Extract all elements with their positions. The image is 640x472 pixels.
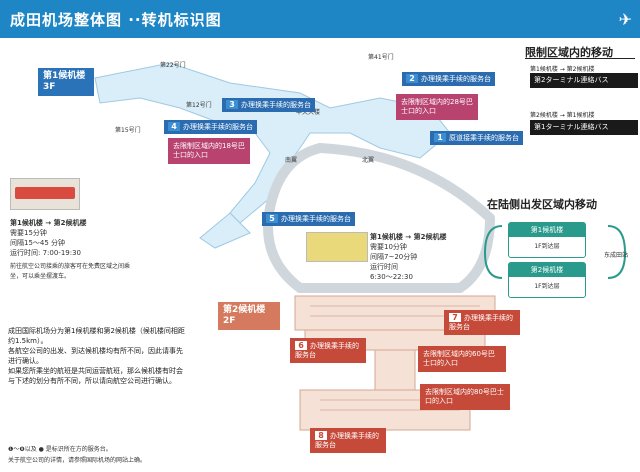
divider — [525, 58, 635, 59]
landside-t2-floor: 1F到达层 — [534, 283, 560, 290]
counter-6-label: 办理换乘手续的服务台 — [295, 342, 359, 359]
gate-box-60: 去限制区域内的60号巴士口的入口 — [418, 346, 506, 372]
page-title: 成田机场整体图 ··转机标识图 — [10, 11, 222, 29]
landside-t2-box[interactable]: 第2候机楼 1F到达层 — [508, 262, 586, 298]
counter-1-label: 原道接乘手续的服务台 — [449, 134, 519, 142]
counter-3-label: 办理换乘手续的服务台 — [241, 101, 311, 109]
counter-8-num: 8 — [315, 431, 327, 440]
terminal1-label: 第1候机楼 3F — [38, 68, 94, 96]
header-bar: 成田机场整体图 ··转机标识图 ✈ — [0, 0, 640, 38]
counter-3-num: 3 — [226, 100, 238, 109]
map-label-gate15: 第15号门 — [115, 127, 141, 134]
bus-left-info: 第1候机楼 → 第2候机楼 需要15分钟 间隔15～45 分钟 运行时间: 7:… — [10, 218, 140, 282]
counter-2-num: 2 — [406, 74, 418, 83]
east-narita-label: 东成田站 — [604, 252, 629, 259]
terminal1-name: 第1候机楼 — [43, 71, 86, 81]
terminal2-label: 第2候机楼 2F — [218, 302, 280, 330]
restricted-route1: 第1候机楼 → 第2候机楼 — [530, 66, 595, 73]
bus-mid-l4: 6:30～22:30 — [370, 273, 413, 281]
intro-text: 成田国际机场分为第1候机楼和第2候机楼（候机楼间相距约1.5km）。 各航空公司… — [8, 326, 188, 386]
bus-mid-l2: 间隔7~20分钟 — [370, 253, 418, 261]
landside-t1-floor: 1F到达层 — [534, 243, 560, 250]
map-label-gate22: 第22号门 — [160, 62, 186, 69]
bus-left-route: 第1候机楼 → 第2候机楼 — [10, 219, 87, 227]
bus-photo-left — [10, 178, 80, 210]
footnote-2: 关于航空公司的详情，请参照国际机场的网站上确。 — [8, 457, 147, 464]
counter-7-num: 7 — [449, 313, 461, 322]
counter-5-num: 5 — [266, 214, 278, 223]
airplane-icon: ✈ — [618, 10, 632, 29]
gate-box-18: 去限制区域内的18号巴士口的入口 — [168, 138, 250, 164]
footnote-1: ❶～❽以及 ● 是标识所在方的服务台。 — [8, 446, 112, 453]
bus-mid-l3: 运行时间 — [370, 263, 398, 271]
counter-2-label: 办理换乘手续的服务台 — [421, 75, 491, 83]
map-label-gate12: 第12号门 — [186, 102, 212, 109]
terminal2-floor: 2F — [223, 316, 236, 326]
restricted-title: 限制区域内的移动 — [525, 46, 613, 59]
intro-p2: 各航空公司的出发、到达候机楼均有所不同，因此请事先进行确认。 — [8, 347, 183, 365]
bus-sign-route2: 第1ターミナル連絡バス — [530, 120, 638, 135]
counter-7-label: 办理换乘手续的服务台 — [449, 314, 513, 331]
map-label-south: 南翼 — [285, 157, 298, 164]
gate-box-28: 去限制区域内的28号巴士口的入口 — [396, 94, 478, 120]
bus-icon — [15, 187, 75, 199]
map-label-central: 中央大楼 — [296, 109, 321, 116]
bus-left-note: 前往航空公司接乘的旅客可在免费区域之间乘坐，可以乘坐摆渡车。 — [10, 263, 131, 280]
counter-8-label: 办理换乘手续的服务台 — [315, 432, 379, 449]
counter-5-label: 办理换乘手续的服务台 — [281, 215, 351, 223]
counter-4-label: 办理换乘手续的服务台 — [183, 123, 253, 131]
landside-t1-name: 第1候机楼 — [509, 223, 585, 237]
terminal1-floor: 3F — [43, 82, 56, 92]
landside-t2-name: 第2候机楼 — [509, 263, 585, 277]
bus-mid-info: 第1候机楼 → 第2候机楼 需要10分钟 间隔7~20分钟 运行时间 6:30～… — [370, 232, 480, 282]
bus-left-l3: 运行时间: 7:00-19:30 — [10, 249, 82, 257]
intro-p1: 成田国际机场分为第1候机楼和第2候机楼（候机楼间相距约1.5km）。 — [8, 327, 185, 345]
bus-photo-mid — [306, 232, 368, 262]
intro-p3: 如果您所乘坐的航班是共同运营航班，那么候机楼有时会与下述的划分有所不同，所以请向… — [8, 367, 183, 385]
terminal2-name: 第2候机楼 — [223, 305, 266, 315]
bus-mid-l1: 需要10分钟 — [370, 243, 407, 251]
counter-4-num: 4 — [168, 122, 180, 131]
bus-left-l1: 需要15分钟 — [10, 229, 47, 237]
map-label-north: 北翼 — [362, 157, 375, 164]
airport-map — [94, 62, 627, 431]
landside-title: 在陆侧出发区域内移动 — [487, 198, 597, 211]
bus-left-l2: 间隔15～45 分钟 — [10, 239, 66, 247]
gate-box-80: 去限制区域内的80号巴士口的入口 — [420, 384, 510, 410]
counter-1-num: 1 — [434, 133, 446, 142]
counter-6-num: 6 — [295, 341, 307, 350]
bus-sign-route1: 第2ターミナル連絡バス — [530, 73, 638, 88]
map-label-gate41: 第41号门 — [368, 54, 394, 61]
restricted-route2: 第2候机楼 → 第1候机楼 — [530, 112, 595, 119]
landside-t1-box[interactable]: 第1候机楼 1F到达层 — [508, 222, 586, 258]
bus-mid-route: 第1候机楼 → 第2候机楼 — [370, 233, 447, 241]
